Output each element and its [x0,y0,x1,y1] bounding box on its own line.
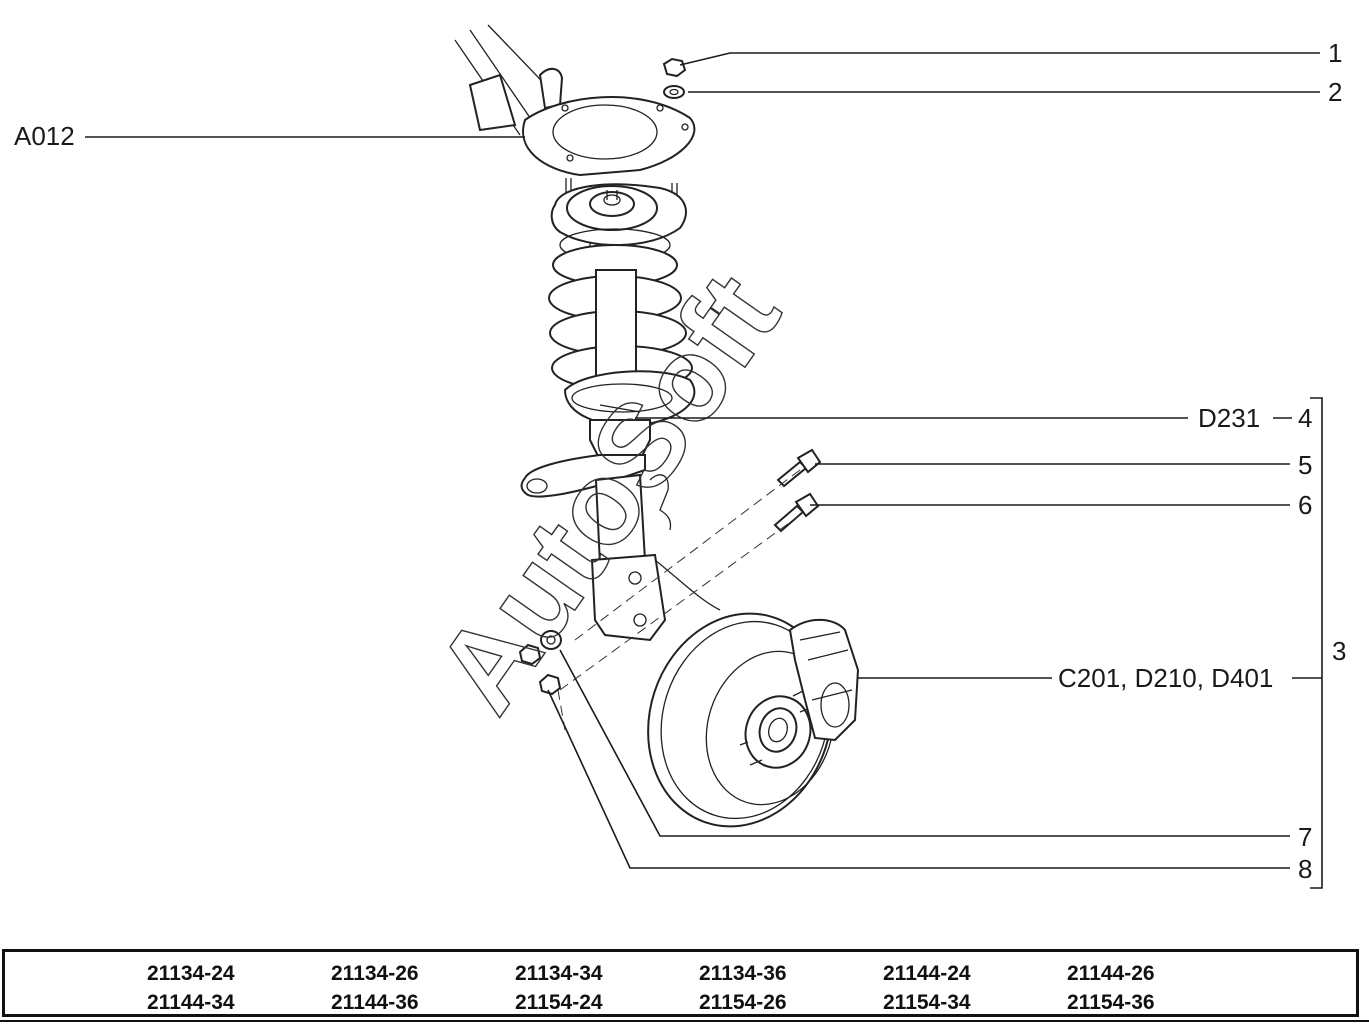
model-code: 21154-26 [699,991,787,1014]
bolt-lower [773,492,820,533]
brake-caliper [788,618,860,742]
suspension-diagram: AutoSoft A012 1 2 D231 4 5 6 3 C201, D21… [14,24,1346,889]
bolt-upper [776,448,822,488]
callout-2: 2 [1328,77,1342,107]
callout-7: 7 [1298,822,1312,852]
callout-6: 6 [1298,490,1312,520]
model-table: 21134-24 21134-26 21134-34 21134-36 2114… [2,949,1359,1017]
callout-8: 8 [1298,854,1312,884]
callout-3: 3 [1332,636,1346,666]
callout-d231: D231 [1198,403,1260,433]
callout-brake-refs: C201, D210, D401 [1058,663,1273,693]
model-code: 21134-26 [331,962,419,985]
coil-spring [548,228,696,427]
leader-lines [85,52,1323,889]
wheel-hub [739,689,812,769]
lower-washer [540,630,562,650]
lower-nuts [518,643,562,696]
brake-disc [647,612,835,828]
model-code: 21154-34 [883,991,971,1014]
top-nut [662,57,687,78]
callout-5: 5 [1298,450,1312,480]
strut-tower-mount [454,24,696,177]
model-code: 21144-36 [331,991,419,1014]
model-code: 21134-36 [699,962,787,985]
bottom-rule [0,1020,1369,1022]
model-code: 21144-26 [1067,962,1155,985]
model-code: 21154-36 [1067,991,1155,1014]
callout-1: 1 [1328,38,1342,68]
model-code: 21144-34 [147,991,235,1014]
callout-a012: A012 [14,121,75,151]
model-code: 21154-24 [515,991,603,1014]
strut-body [520,419,721,642]
model-code: 21134-34 [515,962,603,985]
top-washer [663,85,685,99]
callout-4: 4 [1298,403,1312,433]
model-code: 21144-24 [883,962,971,985]
upper-strut-mount [550,178,687,255]
model-code: 21134-24 [147,962,235,985]
